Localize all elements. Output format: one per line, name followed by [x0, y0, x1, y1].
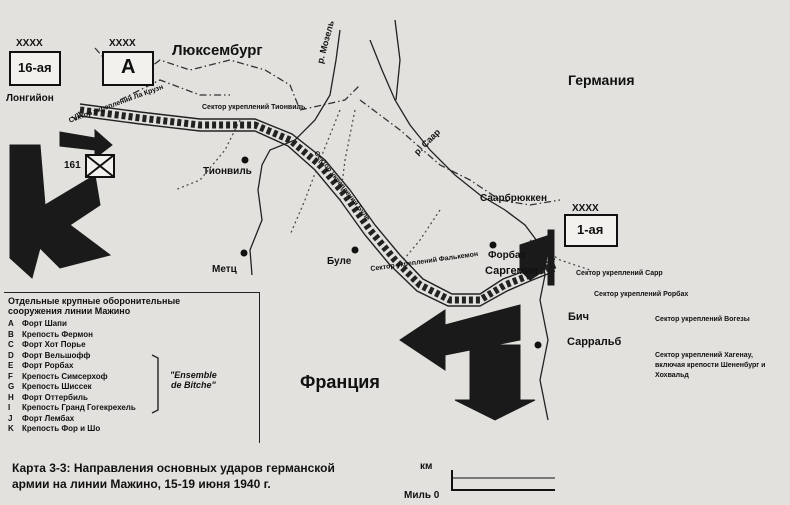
germany-label: Германия	[568, 72, 635, 88]
scale-mile-label: Миль 0	[404, 490, 440, 501]
legend-item: F Крепость Симсерхоф	[8, 372, 136, 383]
legend-item-text: Крепость Фермон	[22, 329, 93, 339]
luxembourg-label: Люксембург	[172, 42, 263, 59]
city-thionville: Тионвиль	[203, 166, 252, 177]
city-boulay: Буле	[327, 256, 352, 267]
legend-item-text: Форт Хот Порье	[22, 340, 86, 349]
army-1-label: 1-ая	[577, 222, 604, 237]
legend-item-text: Форт Рорбах	[22, 361, 74, 370]
city-markers	[240, 156, 542, 349]
unit-symbols	[9, 51, 618, 247]
legend-title-line1: Отдельные крупные оборонительные	[8, 296, 181, 306]
legend: Отдельные крупные оборонительные сооруже…	[4, 292, 260, 443]
legend-item: I Крепость Гранд Гогекрехель	[8, 403, 136, 414]
city-forbach: Форбах	[488, 250, 527, 261]
legend-item: B Крепость Фермон	[8, 330, 136, 341]
legend-title-line2: сооружения линии Мажино	[8, 306, 131, 316]
legend-item-letter: H	[8, 392, 14, 402]
legend-item-letter: F	[8, 371, 13, 381]
map-caption: Карта 3-3: Направления основных ударов г…	[12, 460, 422, 492]
city-bitche: Бич	[568, 311, 590, 323]
army-a-label: A	[121, 56, 136, 78]
legend-item-text: Крепость Фор и Шо	[22, 424, 101, 433]
city-longwy: Лонгийон	[6, 93, 54, 104]
legend-item: H Форт Оттербиль	[8, 393, 136, 404]
legend-bracket	[151, 354, 159, 414]
scale-km-label: км	[420, 461, 433, 472]
legend-item-text: Крепость Шиссек	[22, 382, 92, 391]
legend-item-text: Форт Шапи	[22, 319, 67, 328]
legend-item-text: Крепость Гранд Гогекрехель	[22, 403, 136, 412]
ensemble-line2: de Bitche"	[171, 380, 216, 390]
legend-item: J Форт Лембах	[8, 414, 136, 425]
div-161-label: 161	[64, 160, 81, 171]
sector-rohrbach-label: Сектор укреплений Рорбах	[594, 291, 689, 298]
legend-item-letter: E	[8, 361, 14, 370]
legend-item: A Форт Шапи	[8, 319, 136, 330]
sector-boundaries	[174, 109, 591, 271]
sector-haguenau-line2: включая крепости Шененбург и	[655, 362, 766, 369]
legend-item-letter: B	[8, 329, 14, 339]
legend-item-letter: A	[8, 319, 14, 328]
sector-thionville-label: Сектор укреплений Тионвиль	[202, 104, 306, 111]
legend-item: E Форт Рорбах	[8, 361, 136, 372]
legend-item-text: Форт Лембах	[22, 413, 75, 423]
sector-saar-label: Сектор укреплений Сарр	[576, 270, 663, 277]
legend-item-text: Крепость Симсерхоф	[22, 371, 108, 381]
city-sarreguemines: Саргемин	[485, 265, 539, 277]
ensemble-line1: "Ensemble	[170, 370, 217, 380]
caption-line2: армии на линии Мажино, 15-19 июня 1940 г…	[12, 477, 271, 491]
army-16-label: 16-ая	[18, 60, 52, 75]
army-a-marks: XXXX	[109, 38, 136, 49]
legend-title: Отдельные крупные оборонительные сооруже…	[8, 296, 180, 316]
legend-item: K Крепость Фор и Шо	[8, 424, 136, 435]
legend-item: G Крепость Шиссек	[8, 382, 136, 393]
legend-item-letter: K	[8, 424, 14, 433]
rivers	[249, 19, 549, 421]
attack-arrows	[9, 128, 555, 421]
legend-item-letter: J	[8, 413, 13, 423]
maginot-line	[79, 106, 557, 304]
city-sarralbe: Сарральб	[567, 336, 622, 348]
army-1-marks: XXXX	[572, 203, 599, 214]
army-16-marks: XXXX	[16, 38, 43, 49]
france-label: Франция	[300, 372, 380, 392]
legend-item-letter: C	[8, 340, 14, 349]
legend-item: C Форт Хот Порье	[8, 340, 136, 351]
legend-item-text: Форт Вельшофф	[22, 350, 91, 360]
legend-item-text: Форт Оттербиль	[22, 392, 88, 402]
sector-haguenau-line3: Хохвальд	[655, 372, 689, 379]
ensemble-de-bitche-note: "Ensemble de Bitche"	[170, 370, 217, 390]
caption-line1: Карта 3-3: Направления основных ударов г…	[12, 461, 335, 475]
legend-item-letter: I	[8, 403, 11, 412]
sector-haguenau-line1: Сектор укреплений Хагенау,	[655, 352, 753, 359]
legend-item-letter: D	[8, 350, 14, 360]
sector-vosges-label: Сектор укреплений Вогезы	[655, 316, 750, 323]
city-metz: Метц	[212, 264, 237, 275]
scale-bar	[451, 470, 555, 491]
legend-item-letter: G	[8, 382, 15, 391]
city-saarbrucken: Саарбрюккен	[480, 193, 548, 204]
legend-item: D Форт Вельшофф	[8, 351, 136, 362]
